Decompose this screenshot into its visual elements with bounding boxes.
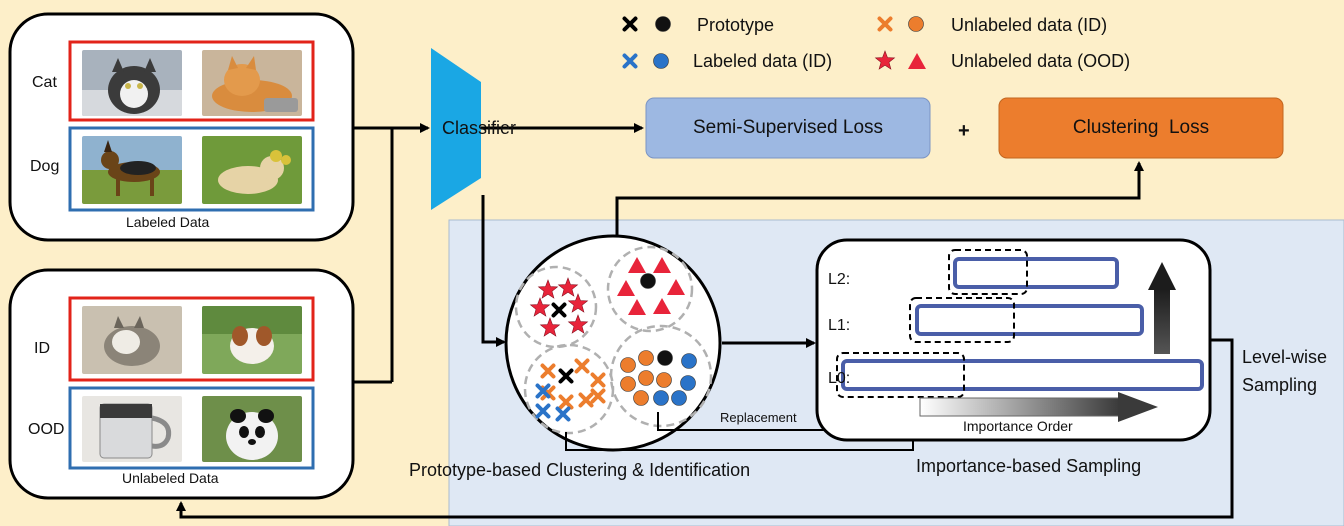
importance-order-arrow [919,392,1158,422]
ood-row-border [68,386,315,470]
cluster3-unlabeled-cross [590,372,606,388]
cluster2-triangle [653,298,671,314]
level-l0-label: L0: [828,370,851,387]
legend-ood-star [874,50,896,70]
level-l2-row [953,257,1119,289]
ood-photo-2 [202,396,302,462]
legend-unlabeled-id-label: Unlabeled data (ID) [951,15,1108,35]
level-up-arrow [1148,262,1176,354]
cluster2-triangle [653,257,671,273]
level-l1-row [915,304,1144,336]
legend-labeled-id-label: Labeled data (ID) [693,51,833,71]
cluster4-labeled-dot [671,390,687,406]
clustering-to-loss-arrow [615,161,1144,240]
cluster4-unlabeled-dot [620,376,636,392]
cluster1-star [567,314,589,334]
sampling-caption: Importance-based Sampling [916,456,1142,476]
classifier-shape [431,48,481,210]
id-photo-2 [202,306,302,374]
unlabeled-data-panel [8,268,355,500]
cat-photo-1 [82,50,182,116]
cluster3-labeled-cross [555,406,571,422]
semi-supervised-loss-label: Semi-Supervised Loss [692,117,884,138]
cat-row-border [68,40,315,122]
cluster2-triangle [667,279,685,295]
cluster3-prototype [558,368,574,384]
semi-supervised-loss-box [645,97,931,159]
clustering-loss-box [998,97,1284,159]
cluster4-unlabeled-dot [638,350,654,366]
unlabeled-data-caption: Unlabeled Data [122,470,219,486]
cat-row-label: Cat [32,74,57,91]
cluster3-unlabeled-cross [540,363,556,379]
legend-prototype-dot [655,16,671,32]
plus-sign: + [958,120,970,142]
cluster3-unlabeled-cross [590,388,606,404]
level-wise-sampling-label: Level-wise Sampling [1242,347,1328,395]
cluster4-labeled-dot [680,375,696,391]
id-row-label: ID [34,340,50,357]
cluster-dashed-rings [514,245,713,435]
labeled-data-caption: Labeled Data [126,214,210,230]
cluster2-triangle [617,280,635,296]
legend-labeled-dot [653,53,669,69]
cluster1-star [537,279,559,299]
cluster1-star [567,293,589,313]
legend-unlabeled-ood-label: Unlabeled data (OOD) [951,51,1131,71]
feedback-loop-arrow [176,338,1234,519]
cluster2-prototype [640,273,656,289]
legend-labeled-cross [622,53,638,69]
cluster3-unlabeled-cross [578,392,594,408]
level-l0-row [841,359,1204,391]
clustering-caption: Prototype-based Clustering & Identificat… [409,460,751,480]
legend-unlabeled-id-cross [877,16,893,32]
cluster3-labeled-cross [535,383,551,399]
id-row-border [68,296,315,382]
input-connectors [353,123,430,384]
cluster2-triangle [628,299,646,315]
cluster4-prototype [657,350,673,366]
cluster1-star [557,277,579,297]
legend-ood-triangle [908,53,926,69]
cluster1-star [529,297,551,317]
cluster1-prototype [551,302,567,318]
cluster4-unlabeled-dot [620,357,636,373]
cluster3-labeled-cross [535,403,551,419]
level-selection-dashes [836,249,1028,398]
legend-unlabeled-id-dot [908,16,924,32]
cat-photo-2 [202,50,302,116]
importance-order-label: Importance Order [963,418,1073,434]
cluster4-labeled-dot [653,390,669,406]
level-l1-label: L1: [828,317,851,334]
dog-photo-1 [82,136,182,204]
cluster2-triangle [628,257,646,273]
cluster4-unlabeled-dot [638,370,654,386]
clustering-loss-label: Clustering Loss [1072,117,1210,138]
legend-prototype-cross [622,16,638,32]
level-l2-label: L2: [828,271,851,288]
dog-photo-2 [202,136,302,204]
cluster4-unlabeled-dot [656,372,672,388]
ood-photo-1 [82,396,182,462]
legend-prototype-label: Prototype [697,15,775,35]
replacement-label: Replacement [720,410,797,425]
cluster1-star [539,317,561,337]
id-photo-1 [82,306,182,374]
dog-row-border [68,126,315,212]
ood-row-label: OOD [28,421,65,438]
cluster4-labeled-dot [681,353,697,369]
dog-row-label: Dog [30,158,60,175]
classifier-label: Classifier [442,118,517,138]
classifier-to-clustering-arrow [481,195,506,347]
cluster3-unlabeled-cross [558,394,574,410]
cluster4-unlabeled-dot [633,390,649,406]
cluster3-unlabeled-cross [574,358,590,374]
